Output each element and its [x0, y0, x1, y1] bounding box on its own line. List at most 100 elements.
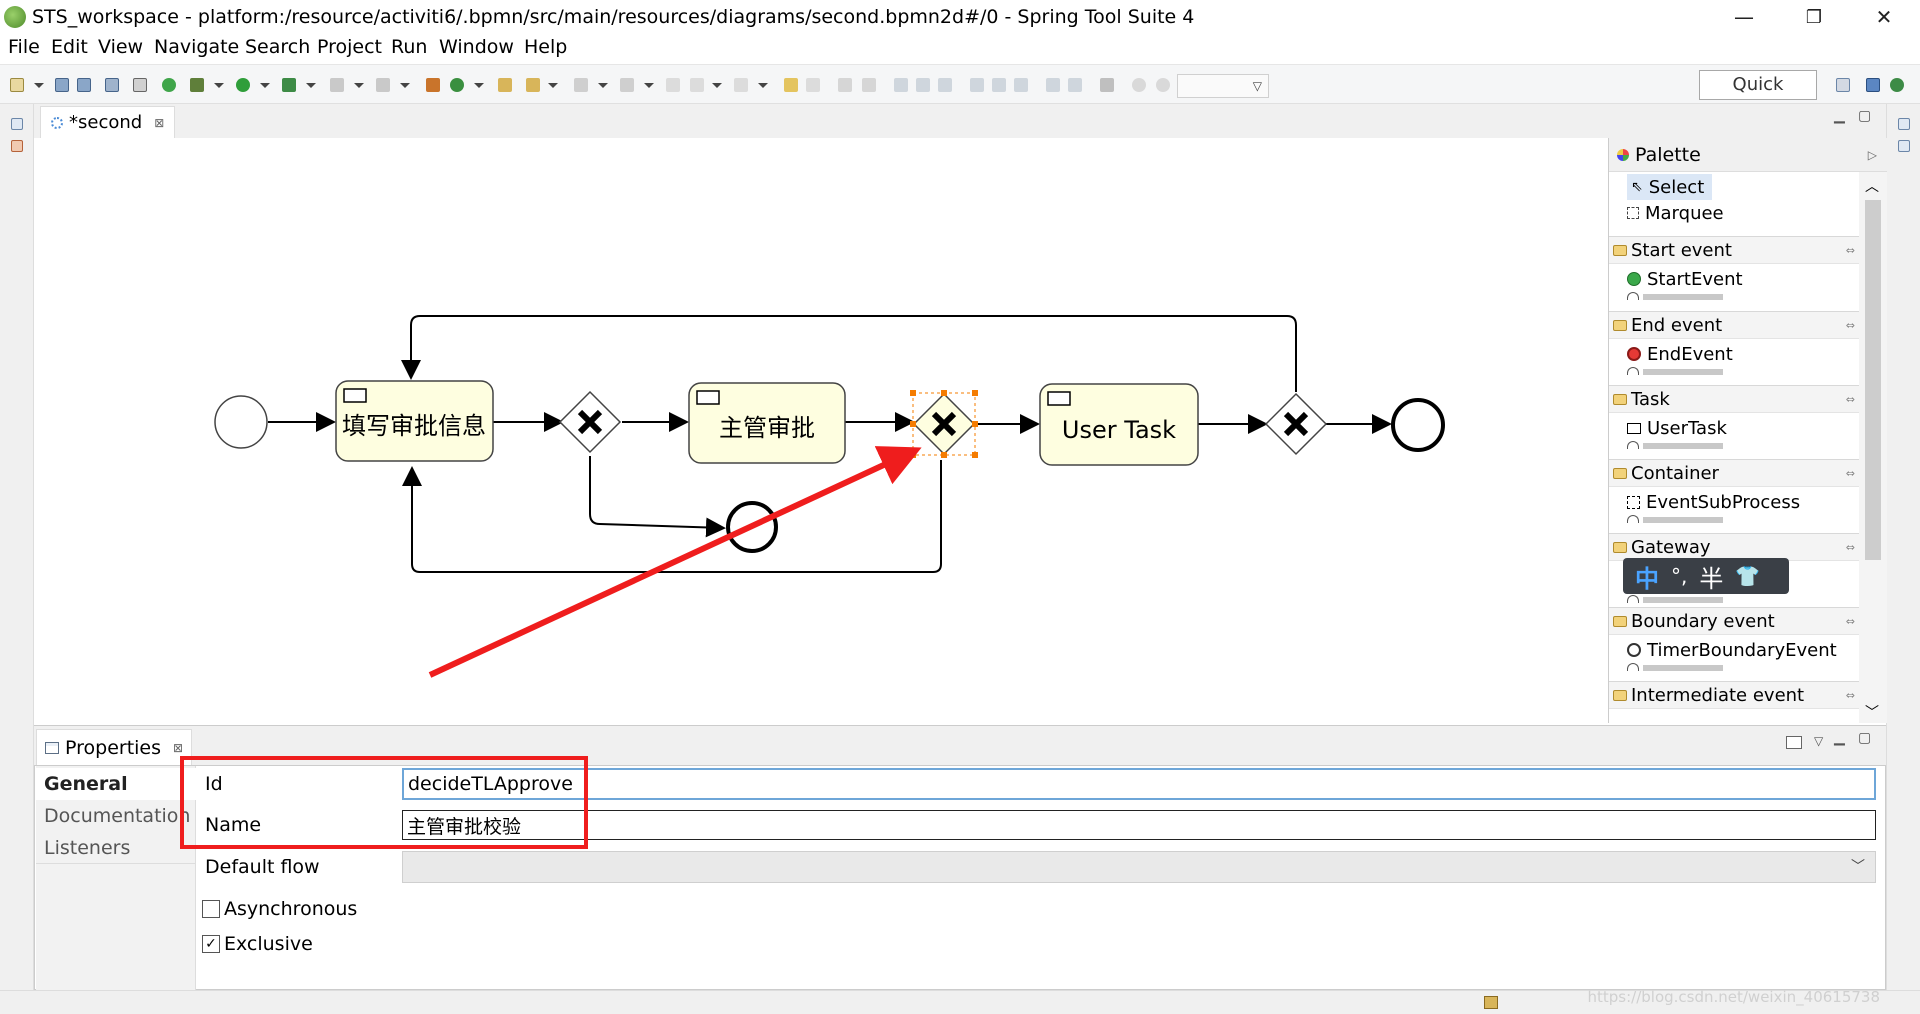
menu-search[interactable]: Search: [245, 36, 311, 58]
zoom-out-icon[interactable]: [1132, 78, 1146, 92]
diagram-canvas[interactable]: 填写审批信息 主管审批 User Task: [34, 138, 1608, 723]
stop-icon[interactable]: [330, 78, 344, 92]
new-class-icon[interactable]: [450, 78, 464, 92]
match-height-icon[interactable]: [1068, 78, 1082, 92]
task-user-task[interactable]: User Task: [1039, 383, 1199, 466]
selection-handle[interactable]: [972, 452, 978, 458]
copy-icon[interactable]: [838, 78, 852, 92]
id-input[interactable]: decideTLApprove: [402, 768, 1876, 800]
side-tab-general[interactable]: General: [36, 768, 196, 800]
palette-category-gateway[interactable]: Gateway⇔: [1609, 533, 1859, 561]
restore-right-view-icon[interactable]: [1898, 118, 1910, 130]
status-progress-icon[interactable]: [1484, 996, 1498, 1009]
palette-tool-select[interactable]: ⇖Select: [1627, 174, 1713, 200]
next-annotation-dropdown-icon[interactable]: [598, 83, 608, 88]
open-perspective-icon[interactable]: [1836, 78, 1850, 92]
palette-scroll-thumb[interactable]: [1865, 200, 1881, 560]
close-button[interactable]: ✕: [1875, 5, 1893, 29]
next-annotation-icon[interactable]: [574, 78, 588, 92]
minimize-editor-icon[interactable]: ▁: [1834, 108, 1845, 124]
menu-navigate[interactable]: Navigate: [154, 36, 240, 58]
align-top-icon[interactable]: [970, 78, 984, 92]
selection-handle[interactable]: [941, 390, 947, 396]
align-center-icon[interactable]: [916, 78, 930, 92]
skip-breakpoints-icon[interactable]: [133, 78, 147, 92]
ime-halfwidth-icon[interactable]: 半: [1699, 564, 1724, 593]
flow-gateway1-to-end2[interactable]: [589, 456, 726, 538]
selection-handle[interactable]: [972, 421, 978, 427]
palette-category-container[interactable]: Container⇔: [1609, 459, 1859, 487]
task-fill-approval-info[interactable]: 填写审批信息: [335, 380, 494, 462]
palette-category-end-event[interactable]: End event⇔: [1609, 311, 1859, 339]
editor-tab-second[interactable]: *second ⊠: [40, 106, 176, 138]
palette-item-eventsubprocess[interactable]: EventSubProcess: [1627, 489, 1800, 515]
palette-category-task[interactable]: Task⇔: [1609, 385, 1859, 413]
palette-item-timerboundaryevent[interactable]: TimerBoundaryEvent: [1627, 637, 1837, 663]
task-manager-approval[interactable]: 主管审批: [688, 382, 846, 464]
redo-icon[interactable]: [806, 78, 820, 92]
open-type-icon[interactable]: [498, 78, 512, 92]
palette-item-usertask[interactable]: UserTask: [1627, 415, 1727, 441]
align-middle-icon[interactable]: [992, 78, 1006, 92]
minimize-button[interactable]: —: [1734, 5, 1754, 29]
default-flow-select[interactable]: ﹀: [402, 851, 1876, 883]
ime-punct-icon[interactable]: °,: [1671, 564, 1688, 588]
ime-toolbar[interactable]: 中 °, 半 👕: [1623, 558, 1789, 594]
disconnect-icon[interactable]: [376, 78, 390, 92]
start-event[interactable]: [214, 395, 268, 449]
maximize-properties-icon[interactable]: ▢: [1858, 730, 1872, 746]
palette-item-startevent[interactable]: StartEvent: [1627, 266, 1743, 292]
side-tab-listeners[interactable]: Listeners: [36, 832, 196, 864]
selection-handle[interactable]: [941, 452, 947, 458]
selection-handle[interactable]: [910, 421, 916, 427]
paste-icon[interactable]: [862, 78, 876, 92]
pin-view-icon[interactable]: [1786, 736, 1802, 749]
menu-help[interactable]: Help: [524, 36, 568, 58]
palette-category-boundary-event[interactable]: Boundary event⇔: [1609, 607, 1859, 635]
flow-gateway3-loop-back[interactable]: [401, 315, 1297, 392]
new-dropdown-icon[interactable]: [34, 83, 44, 88]
save-all-icon[interactable]: [77, 78, 91, 92]
ime-skin-icon[interactable]: 👕: [1735, 564, 1761, 588]
palette-item-endevent[interactable]: EndEvent: [1627, 341, 1733, 367]
end-event[interactable]: [1391, 398, 1445, 452]
exclusive-option[interactable]: ✓ Exclusive: [202, 933, 313, 955]
palette-category-intermediate-event[interactable]: Intermediate event⇔: [1609, 681, 1859, 709]
asynchronous-option[interactable]: Asynchronous: [202, 898, 357, 920]
boot-dashboard-icon[interactable]: [162, 78, 176, 92]
selection-handle[interactable]: [972, 390, 978, 396]
close-tab-icon[interactable]: ⊠: [154, 115, 165, 130]
palette-tool-marquee[interactable]: Marquee: [1627, 200, 1724, 226]
java-perspective-icon[interactable]: [1866, 78, 1880, 92]
name-input[interactable]: 主管审批校验: [402, 810, 1876, 840]
external-dropdown-icon[interactable]: [306, 83, 316, 88]
align-right-icon[interactable]: [938, 78, 952, 92]
properties-tab[interactable]: Properties ⊠: [36, 729, 193, 766]
debug-perspective-icon[interactable]: [1890, 78, 1904, 92]
scroll-down-icon[interactable]: ﹀: [1865, 705, 1879, 721]
zoom-in-icon[interactable]: [1156, 78, 1170, 92]
undo-icon[interactable]: [784, 78, 798, 92]
restore-view-icon[interactable]: [11, 118, 23, 130]
exclusive-gateway-3[interactable]: [1264, 392, 1328, 456]
menu-file[interactable]: File: [8, 36, 40, 58]
menu-run[interactable]: Run: [391, 36, 428, 58]
menu-view[interactable]: View: [98, 36, 144, 58]
align-left-icon[interactable]: [894, 78, 908, 92]
debug-dropdown-icon[interactable]: [214, 83, 224, 88]
outline-icon[interactable]: [1898, 140, 1910, 152]
minimize-properties-icon[interactable]: ▁: [1834, 730, 1845, 746]
stop-dropdown-icon[interactable]: [354, 83, 364, 88]
view-menu-icon[interactable]: ▽: [1814, 734, 1824, 748]
selection-handle[interactable]: [910, 390, 916, 396]
prev-annotation-dropdown-icon[interactable]: [644, 83, 654, 88]
ime-chinese-icon[interactable]: 中: [1635, 564, 1659, 593]
export-diagram-icon[interactable]: [1100, 78, 1114, 92]
menu-project[interactable]: Project: [317, 36, 383, 58]
external-tools-icon[interactable]: [282, 78, 296, 92]
align-bottom-icon[interactable]: [1014, 78, 1028, 92]
close-properties-icon[interactable]: ⊠: [173, 741, 184, 755]
disconnect-dropdown-icon[interactable]: [400, 83, 410, 88]
exclusive-gateway-selected[interactable]: [910, 390, 978, 458]
match-width-icon[interactable]: [1046, 78, 1060, 92]
